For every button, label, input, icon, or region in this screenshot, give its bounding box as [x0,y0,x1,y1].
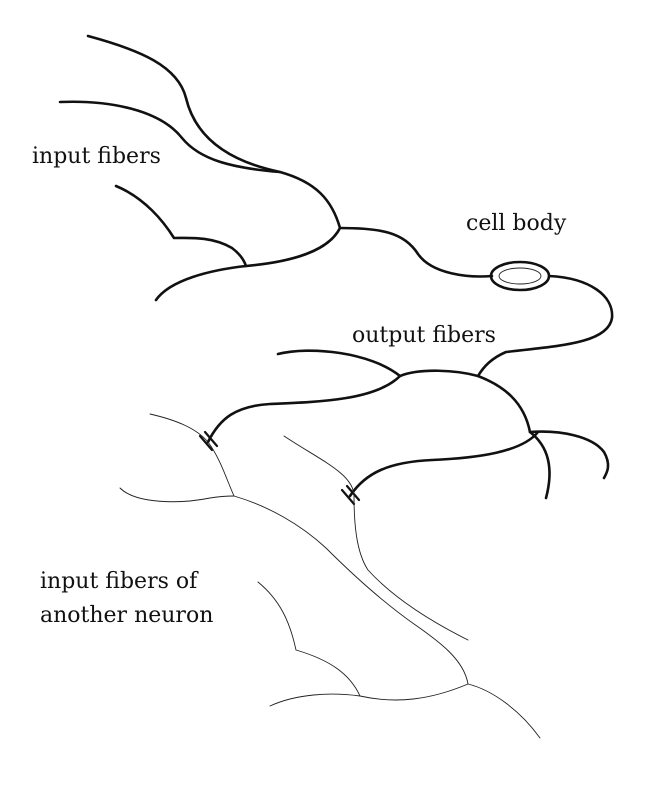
input-fibers-group [58,34,494,302]
output-fibers-group [206,274,614,500]
output-fiber-to-synapse-1 [206,374,402,444]
label-cell-body: cell body [466,211,567,236]
axon-to-cell-body [338,226,494,278]
other-dendrite-5 [257,581,361,697]
other-dendrite-3 [233,495,469,685]
label-another-neuron-line2: another neuron [40,603,213,628]
output-fiber-right [528,430,610,480]
output-fiber-upper-left [276,349,402,378]
label-output-fibers: output fibers [352,323,496,348]
output-fiber-trunk [398,369,532,434]
cell-body-outer [489,260,551,292]
synapse-1 [198,430,219,452]
synapses [198,430,361,506]
other-dendrite-4 [283,435,469,641]
input-fiber-middle [58,100,282,174]
other-dendrite-6 [269,683,469,707]
other-dendrite-7 [467,683,541,739]
other-dendrite-1 [149,413,235,497]
input-fiber-top [86,34,342,230]
input-fiber-lower [114,184,248,268]
input-fiber-bottom [154,226,342,302]
cell-body-inner [498,267,542,285]
output-fiber-right-bottom [528,430,551,500]
label-input-fibers: input fibers [32,144,161,169]
output-fiber-to-synapse-2 [348,430,540,498]
label-another-neuron-line1: input fibers of [40,569,199,594]
other-dendrite-2 [119,487,235,503]
synapse-2 [340,484,361,506]
cell-body [489,260,551,292]
another-neuron-group [119,413,541,739]
output-axon [476,274,614,378]
